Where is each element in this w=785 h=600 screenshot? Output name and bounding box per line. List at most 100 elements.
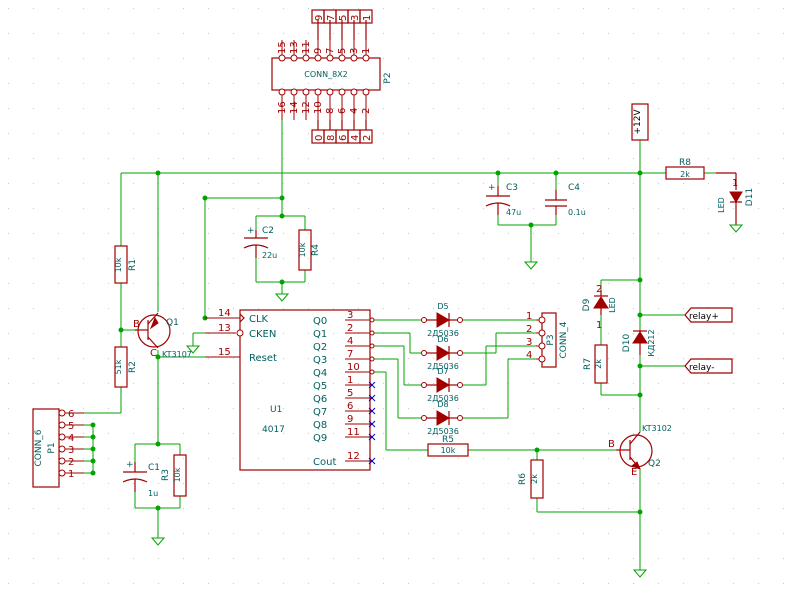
r3-ref: R3 <box>161 469 171 481</box>
r6-value: 2k <box>530 474 539 484</box>
p2-bottom-pin: 14 <box>289 101 300 114</box>
svg-text:+: + <box>488 183 496 193</box>
ic-u1: U1 4017 CLK CKEN Reset 14 13 15 Q03Q12Q2… <box>205 308 376 471</box>
u1-output-name: Q3 <box>313 355 327 366</box>
d10-ref: D10 <box>622 334 632 353</box>
p2-value: CONN_8X2 <box>304 70 348 79</box>
c3-value: 47u <box>506 208 521 217</box>
d9-value: LED <box>608 297 617 313</box>
p2-top-pin: 11 <box>301 41 312 54</box>
q1-value: KT3107 <box>162 350 192 359</box>
d9-pin-1: 1 <box>596 320 602 331</box>
resistor-r6: 2k R6 <box>518 459 544 499</box>
transistor-q1: B C Q1 KT3107 <box>133 312 192 359</box>
led-d9: 2 1 D9 LED <box>582 284 617 331</box>
u1-pin-reset: Reset <box>249 353 277 364</box>
r2-value: 51k <box>114 359 123 374</box>
r2-ref: R2 <box>128 361 138 373</box>
relay-plus-text: relay+ <box>689 312 719 322</box>
p3-ref: P3 <box>546 334 556 345</box>
u1-output-num: 6 <box>347 401 353 412</box>
u1-output-name: Q9 <box>313 433 327 444</box>
u1-output-name: Q1 <box>313 329 327 340</box>
p3-value: CONN_4 <box>559 321 569 358</box>
u1-output-name: Q2 <box>313 342 327 353</box>
u1-output-num: 9 <box>347 414 353 425</box>
capacitor-c2: + C2 22u <box>243 226 277 260</box>
p2-bottom-pin: 16 <box>277 101 288 114</box>
label-relay-minus: relay- <box>684 358 733 374</box>
r7-ref: R7 <box>583 358 593 370</box>
p2-header-bottom-label: 2 <box>362 135 373 141</box>
p2-header-bottom-label: 8 <box>326 135 337 141</box>
u1-output-name: Cout <box>313 457 336 468</box>
u1-output-name: Q4 <box>313 368 327 379</box>
resistor-r2: 51k R2 <box>114 346 138 388</box>
diode-d10: D10 КД212 <box>622 329 656 356</box>
p2-top-pin: 7 <box>325 48 336 54</box>
d6-value: 2Д5036 <box>427 362 459 371</box>
p2-header-bottom-label: 6 <box>338 135 349 141</box>
p1-pin-num: 4 <box>68 433 74 444</box>
u1-output-num: 1 <box>347 375 353 386</box>
u1-output-num: 11 <box>347 427 360 438</box>
capacitor-c3: + C3 47u <box>485 183 521 217</box>
p2-bottom-pin: 4 <box>349 108 360 114</box>
r1-ref: R1 <box>128 259 138 271</box>
r3-value: 10k <box>173 467 182 482</box>
grid-dots <box>8 8 784 584</box>
q1-pin-b: B <box>133 319 140 330</box>
p2-header-top-label: 5 <box>338 15 349 21</box>
u1-pin-13: 13 <box>218 323 231 334</box>
p1-value: CONN_6 <box>34 429 44 466</box>
p2-header-top-label: 1 <box>362 15 373 21</box>
d10-value: КД212 <box>647 329 656 356</box>
u1-output-num: 5 <box>347 388 353 399</box>
p2-header-bottom-label: 0 <box>314 135 325 141</box>
p3-pin-num: 3 <box>526 337 532 348</box>
svg-text:+: + <box>126 460 134 470</box>
led-d11: 1 D11 LED <box>716 172 755 225</box>
p2-bottom-pin: 6 <box>337 108 348 114</box>
c4-value: 0.1u <box>568 208 586 217</box>
r5-ref: R5 <box>442 435 454 445</box>
u1-output-name: Q0 <box>313 316 327 327</box>
p3-pin-num: 1 <box>526 311 532 322</box>
u1-output-name: Q8 <box>313 420 327 431</box>
u1-ref: U1 <box>270 405 282 415</box>
p2-header-top-label: 3 <box>350 15 361 21</box>
resistor-r3: 10k R3 <box>161 454 187 497</box>
r4-value: 10k <box>298 242 307 257</box>
d6-ref: D6 <box>437 335 448 344</box>
q2-pin-b: B <box>608 439 615 450</box>
c1-value: 1u <box>148 489 158 498</box>
q2-ref: Q2 <box>648 459 661 469</box>
d11-ref: D11 <box>745 188 755 206</box>
p1-pin-num: 3 <box>68 445 74 456</box>
r7-value: 2k <box>594 359 603 369</box>
p2-top-pin: 3 <box>349 48 360 54</box>
u1-output-num: 2 <box>347 323 353 334</box>
u1-output-num: 10 <box>347 362 360 373</box>
d5-value: 2Д5036 <box>427 329 459 338</box>
d11-pin: 1 <box>732 178 738 189</box>
d5-ref: D5 <box>437 302 448 311</box>
u1-pin-cken: CKEN <box>249 329 276 340</box>
u1-pin-14: 14 <box>218 308 231 319</box>
p1-pin-num: 5 <box>68 421 74 432</box>
p2-top-pin: 9 <box>313 48 324 54</box>
resistor-r7: 2k R7 <box>583 344 608 384</box>
label-relay-plus: relay+ <box>684 307 733 323</box>
r6-ref: R6 <box>518 473 528 485</box>
r5-value: 10k <box>441 446 456 455</box>
p1-pin-num: 1 <box>68 469 74 480</box>
resistor-r4: 10k R4 <box>298 229 321 271</box>
relay-minus-text: relay- <box>689 363 714 373</box>
d9-ref: D9 <box>582 298 592 311</box>
d7-ref: D7 <box>437 367 448 376</box>
c2-ref: C2 <box>262 226 274 236</box>
r4-ref: R4 <box>311 244 321 256</box>
